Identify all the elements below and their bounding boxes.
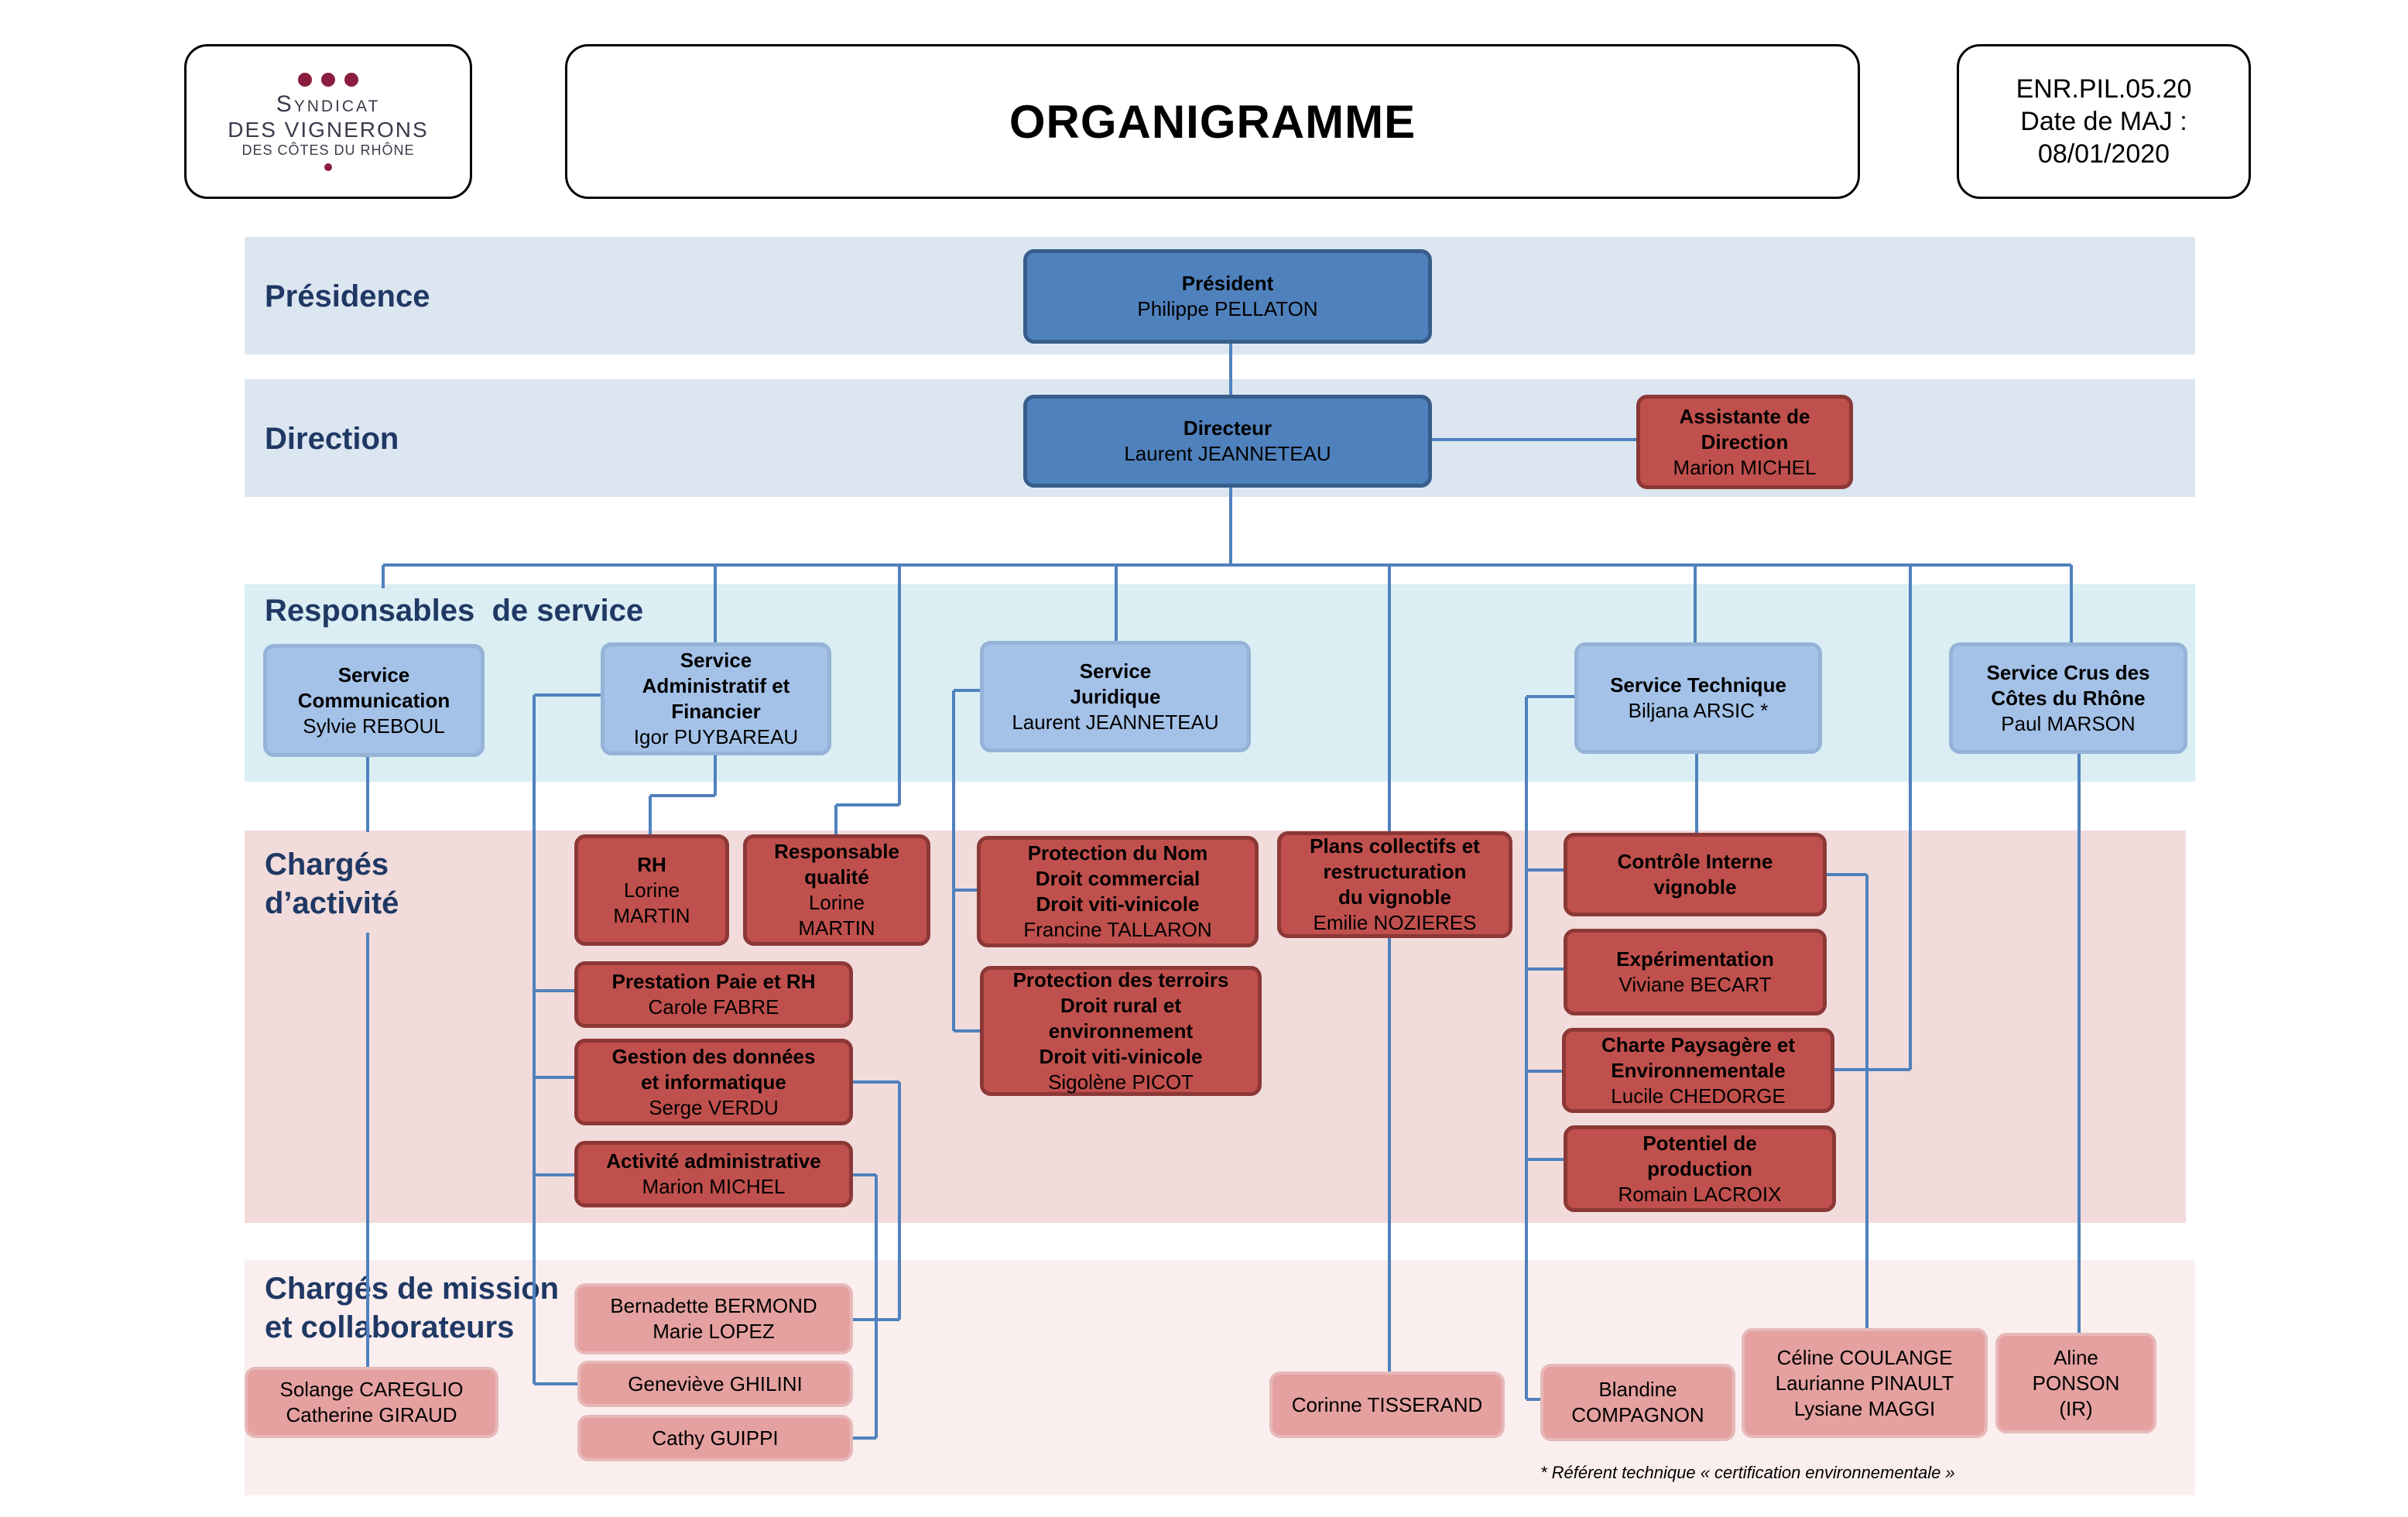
node-blandine-name: Blandine COMPAGNON (1571, 1378, 1704, 1426)
node-cathy: Cathy GUIPPI (577, 1415, 853, 1461)
node-rh-title: RH (637, 852, 666, 876)
logo-line-2: des Vignerons (228, 117, 429, 142)
node-directeur-name: Laurent JEANNETEAU (1124, 442, 1331, 465)
node-service-technique-title: Service Technique (1610, 673, 1786, 697)
node-service-juridique: Service Juridique Laurent JEANNETEAU (980, 641, 1251, 752)
node-charte-paysagere: Charte Paysagère et Environnementale Luc… (1562, 1028, 1834, 1113)
logo-drop-icon (324, 163, 332, 171)
node-activite-administrative: Activité administrative Marion MICHEL (574, 1141, 853, 1207)
node-blandine: Blandine COMPAGNON (1540, 1364, 1735, 1441)
node-charte-paysagere-name: Lucile CHEDORGE (1611, 1084, 1786, 1108)
node-potentiel-production-title: Potentiel de production (1642, 1131, 1757, 1180)
node-genevieve: Geneviève GHILINI (577, 1361, 853, 1407)
node-service-juridique-title: Service Juridique (1070, 659, 1161, 708)
node-protection-nom: Protection du Nom Droit commercial Droit… (977, 836, 1259, 947)
title-box: ORGANIGRAMME (565, 44, 1860, 199)
label-direction: Direction (265, 422, 399, 456)
node-service-communication: Service Communication Sylvie REBOUL (263, 644, 485, 757)
node-service-crus-title: Service Crus des Côtes du Rhône (1986, 660, 2150, 710)
node-experimentation-name: Viviane BECART (1618, 973, 1772, 996)
node-service-administratif: Service Administratif et Financier Igor … (601, 642, 831, 755)
node-controle-interne: Contrôle Interne vignoble (1564, 833, 1827, 916)
node-directeur: Directeur Laurent JEANNETEAU (1023, 395, 1432, 488)
node-service-crus: Service Crus des Côtes du Rhône Paul MAR… (1949, 642, 2187, 754)
node-plans-collectifs-title: Plans collectifs et restructuration du v… (1310, 834, 1480, 909)
node-corinne-name: Corinne TISSERAND (1291, 1392, 1483, 1416)
label-charges-activite: Chargés d’activité (265, 848, 399, 920)
node-activite-administrative-title: Activité administrative (606, 1149, 821, 1173)
node-activite-administrative-name: Marion MICHEL (642, 1175, 786, 1198)
node-protection-nom-title: Protection du Nom Droit commercial Droit… (1027, 841, 1208, 916)
node-protection-terroirs-name: Sigolène PICOT (1048, 1070, 1194, 1094)
node-service-communication-title: Service Communication (297, 663, 450, 712)
node-responsable-qualite: Responsable qualité Lorine MARTIN (743, 834, 930, 946)
node-bernadette-marie-name: Bernadette BERMOND Marie LOPEZ (610, 1294, 817, 1343)
node-gestion-donnees: Gestion des données et informatique Serg… (574, 1039, 853, 1125)
node-protection-nom-name: Francine TALLARON (1023, 918, 1212, 941)
node-prestation-paie-name: Carole FABRE (648, 995, 779, 1019)
node-cathy-name: Cathy GUIPPI (652, 1426, 779, 1450)
logo-line-1: Syndicat (276, 91, 381, 117)
node-genevieve-name: Geneviève GHILINI (628, 1371, 803, 1395)
node-protection-terroirs-title: Protection des terroirs Droit rural et e… (1012, 967, 1229, 1068)
node-service-crus-name: Paul MARSON (2001, 711, 2136, 735)
node-service-communication-name: Sylvie REBOUL (303, 714, 445, 738)
logo-grapes-icon (298, 72, 358, 87)
node-solange-catherine: Solange CAREGLIO Catherine GIRAUD (245, 1367, 498, 1438)
label-presidence: Présidence (265, 279, 430, 313)
node-controle-interne-title: Contrôle Interne vignoble (1617, 850, 1773, 899)
node-service-administratif-title: Service Administratif et Financier (642, 649, 790, 723)
node-solange-catherine-name: Solange CAREGLIO Catherine GIRAUD (279, 1378, 464, 1426)
node-rh: RH Lorine MARTIN (574, 834, 729, 946)
node-experimentation-title: Expérimentation (1616, 947, 1774, 971)
node-rh-name: Lorine MARTIN (613, 878, 690, 927)
node-aline: Aline PONSON (IR) (1995, 1333, 2156, 1433)
node-gestion-donnees-title: Gestion des données et informatique (611, 1044, 816, 1094)
node-president: Président Philippe PELLATON (1023, 249, 1432, 344)
ref-date: 08/01/2020 (2037, 139, 2170, 169)
node-plans-collectifs: Plans collectifs et restructuration du v… (1277, 831, 1512, 938)
node-corinne: Corinne TISSERAND (1269, 1371, 1505, 1438)
node-president-title: Président (1181, 272, 1274, 295)
node-protection-terroirs: Protection des terroirs Droit rural et e… (980, 966, 1262, 1096)
node-gestion-donnees-name: Serge VERDU (649, 1095, 779, 1119)
node-bernadette-marie: Bernadette BERMOND Marie LOPEZ (574, 1283, 853, 1354)
node-plans-collectifs-name: Emilie NOZIERES (1313, 911, 1477, 934)
logo-line-3: des Côtes du Rhône (241, 142, 415, 158)
page-title: ORGANIGRAMME (1009, 95, 1416, 148)
node-service-administratif-name: Igor PUYBAREAU (633, 725, 799, 748)
node-celine-laurianne-lysiane: Céline COULANGE Laurianne PINAULT Lysian… (1742, 1328, 1988, 1438)
ref-code: ENR.PIL.05.20 (2016, 74, 2192, 104)
ref-date-label: Date de MAJ : (2020, 107, 2187, 136)
node-service-juridique-name: Laurent JEANNETEAU (1012, 710, 1219, 734)
node-service-technique: Service Technique Biljana ARSIC * (1574, 642, 1822, 754)
node-assistante: Assistante de Direction Marion MICHEL (1636, 395, 1853, 489)
node-directeur-title: Directeur (1183, 416, 1273, 440)
logo: Syndicat des Vignerons des Côtes du Rhôn… (184, 44, 472, 199)
node-assistante-title: Assistante de Direction (1679, 404, 1810, 454)
node-charte-paysagere-title: Charte Paysagère et Environnementale (1601, 1032, 1796, 1082)
document-reference: ENR.PIL.05.20 Date de MAJ : 08/01/2020 (1957, 44, 2251, 199)
node-president-name: Philippe PELLATON (1137, 297, 1318, 320)
node-prestation-paie-title: Prestation Paie et RH (611, 970, 816, 993)
node-experimentation: Expérimentation Viviane BECART (1564, 929, 1827, 1015)
node-service-technique-name: Biljana ARSIC * (1628, 699, 1769, 722)
node-potentiel-production-name: Romain LACROIX (1618, 1182, 1782, 1206)
node-prestation-paie: Prestation Paie et RH Carole FABRE (574, 961, 853, 1028)
node-responsable-qualite-name: Lorine MARTIN (798, 891, 875, 940)
node-responsable-qualite-title: Responsable qualité (774, 840, 899, 889)
node-potentiel-production: Potentiel de production Romain LACROIX (1564, 1125, 1836, 1212)
node-celine-laurianne-lysiane-name: Céline COULANGE Laurianne PINAULT Lysian… (1775, 1345, 1954, 1420)
label-responsables: Responsables de service (265, 594, 644, 628)
footnote: * Référent technique « certification env… (1540, 1463, 1955, 1482)
node-aline-name: Aline PONSON (IR) (2032, 1345, 2120, 1420)
node-assistante-name: Marion MICHEL (1673, 455, 1817, 479)
